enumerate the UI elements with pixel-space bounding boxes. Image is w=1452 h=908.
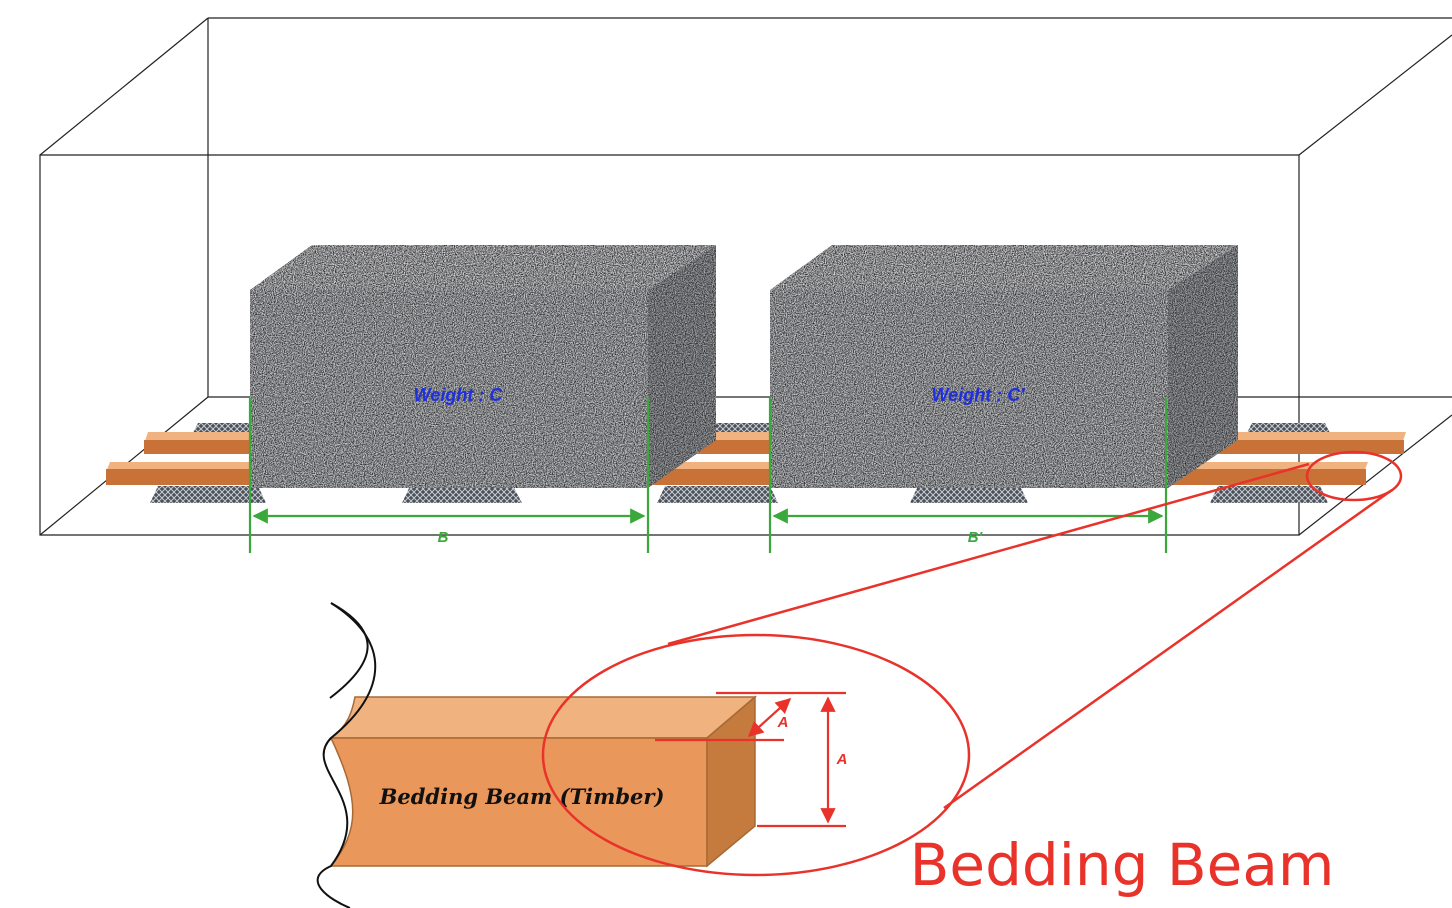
span-label-b: B [438, 529, 449, 546]
cargo-block-2: Weight : C' [770, 245, 1238, 488]
anti-slip-mats [150, 423, 1331, 503]
callout-small-ellipse [1305, 450, 1403, 502]
zoom-callout [541, 450, 1403, 877]
span-label-b-prime: B' [968, 529, 983, 546]
diagram-title: Bedding Beam [910, 831, 1335, 899]
mat [402, 486, 522, 503]
weight-label-1: Weight : C [414, 385, 504, 405]
span-dimensions [248, 398, 1168, 553]
cargo-block-1: Weight : C [250, 245, 716, 488]
beam-detail: Bedding Beam (Timber) [316, 602, 758, 908]
callout-large-ellipse [541, 633, 971, 877]
mat [1210, 486, 1328, 503]
mat [910, 486, 1028, 503]
beam-label: Bedding Beam (Timber) [379, 784, 665, 809]
mat [150, 486, 266, 503]
depth-arrow [747, 697, 792, 738]
weight-label-2: Weight : C' [932, 385, 1026, 405]
beam-dimensions [655, 691, 846, 828]
depth-label: A [777, 714, 789, 731]
height-label: A [836, 751, 848, 768]
mat [657, 486, 778, 503]
